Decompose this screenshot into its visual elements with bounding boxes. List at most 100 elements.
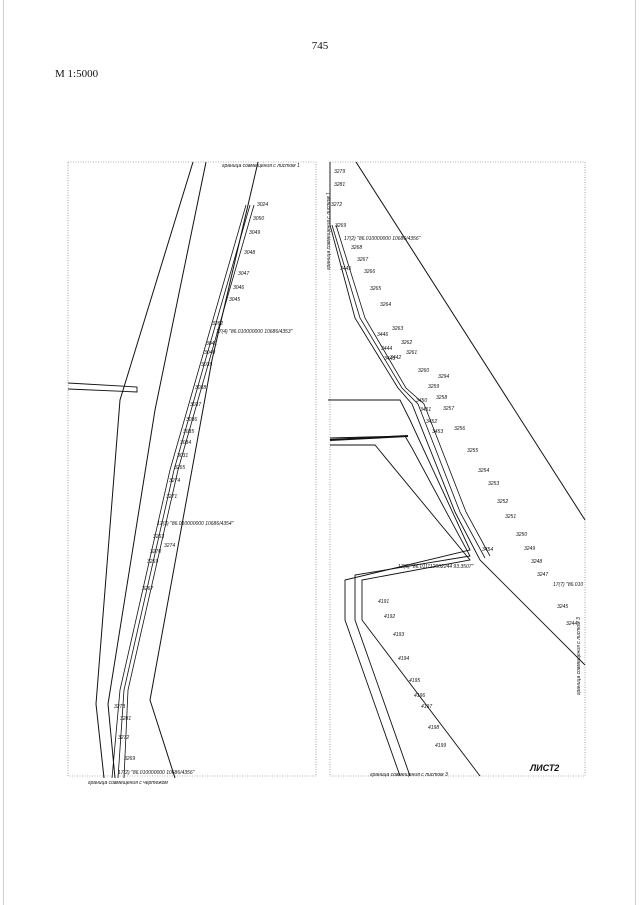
right-left-caption: граница совмещения с листом 1 bbox=[326, 192, 332, 270]
point-label: 3037 bbox=[190, 402, 201, 408]
point-label: 3036 bbox=[186, 417, 197, 423]
page-number: 745 bbox=[311, 40, 329, 52]
parcel-label: 17(2) "86.010000000 10686/4356" bbox=[118, 770, 195, 776]
point-label: 4192 bbox=[384, 614, 395, 620]
point-label: 3040 bbox=[204, 350, 215, 356]
point-label: 3048 bbox=[244, 250, 255, 256]
point-label: 3263 bbox=[392, 326, 403, 332]
point-label: 3262 bbox=[401, 340, 412, 346]
point-label: 3269 bbox=[147, 559, 158, 565]
right-road-lines bbox=[328, 161, 586, 777]
parcel-label: 17(3) "86.010000000 10686/4354" bbox=[157, 521, 234, 527]
point-label: 3451 bbox=[420, 407, 431, 413]
point-label: 3266 bbox=[364, 269, 375, 275]
point-label: 3024 bbox=[257, 202, 268, 208]
point-label: 3454 bbox=[482, 547, 493, 553]
point-label: 3254 bbox=[478, 468, 489, 474]
point-label: 3262 bbox=[212, 321, 223, 327]
point-label: 4194 bbox=[398, 656, 409, 662]
point-label: 3442 bbox=[390, 355, 401, 361]
sheet-label: ЛИСТ2 bbox=[529, 763, 559, 773]
left-points: 3024 3050 3049 3048 3047 3046 3045 3262 … bbox=[114, 202, 268, 762]
point-label: 3450 bbox=[416, 398, 427, 404]
point-label: 3045 bbox=[229, 297, 240, 303]
point-label: 3249 bbox=[524, 546, 535, 552]
map-scale: М 1:5000 bbox=[55, 68, 99, 80]
point-label: 3269 bbox=[335, 223, 346, 229]
point-label: 4191 bbox=[378, 599, 389, 605]
point-label: 3244 bbox=[566, 621, 577, 627]
left-bottom-caption: граница совмещения с чертежом bbox=[88, 780, 168, 786]
point-label: 3260 bbox=[418, 368, 429, 374]
point-label: 3274 bbox=[164, 543, 175, 549]
point-label: 3257 bbox=[443, 406, 454, 412]
point-label: 4193 bbox=[393, 632, 404, 638]
point-label: 3247 bbox=[537, 572, 548, 578]
right-right-caption: граница совмещения с листом 3 bbox=[576, 617, 582, 695]
point-label: 3263 bbox=[153, 534, 164, 540]
point-label: 3034 bbox=[180, 440, 191, 446]
point-label: 3268 bbox=[351, 245, 362, 251]
point-label: 3267 bbox=[357, 257, 368, 263]
point-label: 3256 bbox=[454, 426, 465, 432]
point-label: 3255 bbox=[467, 448, 478, 454]
point-label: 4197 bbox=[421, 704, 432, 710]
point-label: 4196 bbox=[414, 693, 425, 699]
point-label: 3038 bbox=[195, 385, 206, 391]
parcel-label: 17(2) "86.010000000 10686/4356" bbox=[344, 236, 421, 242]
point-label: 3281 bbox=[120, 716, 131, 722]
point-label: 3271 bbox=[166, 494, 177, 500]
point-label: 3281 bbox=[334, 182, 345, 188]
point-label: 3041 bbox=[206, 341, 217, 347]
point-label: 3264 bbox=[380, 302, 391, 308]
left-sheet-frame bbox=[67, 161, 317, 777]
page-right-edge bbox=[635, 0, 636, 905]
point-label: 3446 bbox=[377, 332, 388, 338]
point-label: 3452 bbox=[426, 419, 437, 425]
point-label: 3265 bbox=[174, 465, 185, 471]
point-label: 3245 bbox=[557, 604, 568, 610]
point-label: 3274 bbox=[169, 478, 180, 484]
page-left-edge bbox=[3, 0, 4, 905]
point-label: 3250 bbox=[516, 532, 527, 538]
point-label: 3267 bbox=[142, 586, 153, 592]
point-label: 3031 bbox=[177, 453, 188, 459]
point-label: 3272 bbox=[118, 735, 129, 741]
point-label: 3261 bbox=[406, 350, 417, 356]
point-label: 4199 bbox=[435, 743, 446, 749]
point-label: 3035 bbox=[183, 429, 194, 435]
point-label: 3269 bbox=[124, 756, 135, 762]
point-label: 3039 bbox=[201, 362, 212, 368]
right-bottom-caption: граница совмещения с листом 3 bbox=[370, 772, 448, 778]
point-label: 3252 bbox=[497, 499, 508, 505]
right-points: 3279 3281 3272 3269 3268 3267 3266 3265 … bbox=[331, 169, 577, 749]
point-label: 3046 bbox=[233, 285, 244, 291]
point-label: 3294 bbox=[438, 374, 449, 380]
point-label: 3444 bbox=[381, 346, 392, 352]
point-label: 3453 bbox=[432, 429, 443, 435]
point-label: 3050 bbox=[253, 216, 264, 222]
point-label: 4195 bbox=[409, 678, 420, 684]
point-label: 3445 bbox=[340, 266, 351, 272]
point-label: 4198 bbox=[428, 725, 439, 731]
point-label: 3047 bbox=[238, 271, 249, 277]
point-label: 3279 bbox=[334, 169, 345, 175]
left-top-caption: граница совмещения с листом 1 bbox=[222, 163, 300, 169]
right-sheet-frame bbox=[329, 161, 586, 777]
point-label: 3253 bbox=[488, 481, 499, 487]
point-label: 3258 bbox=[436, 395, 447, 401]
point-label: 3251 bbox=[505, 514, 516, 520]
parcel-label: 17(6) "86.011112002244 93.3507" bbox=[398, 564, 474, 570]
point-label: 3049 bbox=[249, 230, 260, 236]
parcel-label: 17(4) "86.010000000 10686/4353" bbox=[216, 329, 293, 335]
point-label: 3270 bbox=[150, 549, 161, 555]
point-label: 3248 bbox=[531, 559, 542, 565]
point-label: 3273 bbox=[114, 704, 125, 710]
point-label: 3272 bbox=[331, 202, 342, 208]
parcel-label: 17(7) "86.010 bbox=[553, 582, 583, 588]
point-label: 3259 bbox=[428, 384, 439, 390]
point-label: 3443 bbox=[384, 356, 395, 362]
left-road-lines bbox=[67, 161, 259, 779]
point-label: 3265 bbox=[370, 286, 381, 292]
